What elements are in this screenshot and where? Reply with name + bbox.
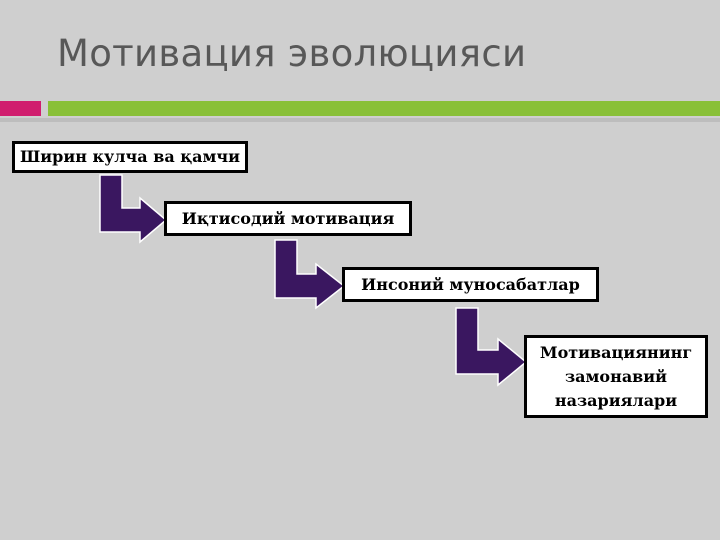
- step-label-4: Мотивациянинг замонавий назариялари: [539, 342, 693, 410]
- bent-arrow-1: [99, 174, 168, 244]
- bent-arrow-3: [455, 307, 528, 387]
- bent-arrow-2: [274, 239, 346, 310]
- step-box-2: Иқтисодий мотивация: [164, 201, 412, 236]
- step-box-3: Инсоний муносабатлар: [342, 267, 599, 302]
- step-label-2: Иқтисодий мотивация: [181, 208, 395, 228]
- step-label-1: Ширин кулча ва қамчи: [19, 147, 241, 166]
- step-box-1: Ширин кулча ва қамчи: [12, 141, 248, 173]
- step-label-3: Инсоний муносабатлар: [361, 274, 580, 294]
- step-box-4: Мотивациянинг замонавий назариялари: [524, 335, 708, 418]
- accent-bar-shadow: [0, 118, 720, 122]
- accent-bar-green: [48, 101, 720, 116]
- slide-title: Мотивация эволюцияси: [57, 32, 527, 75]
- accent-bar-pink: [0, 101, 41, 116]
